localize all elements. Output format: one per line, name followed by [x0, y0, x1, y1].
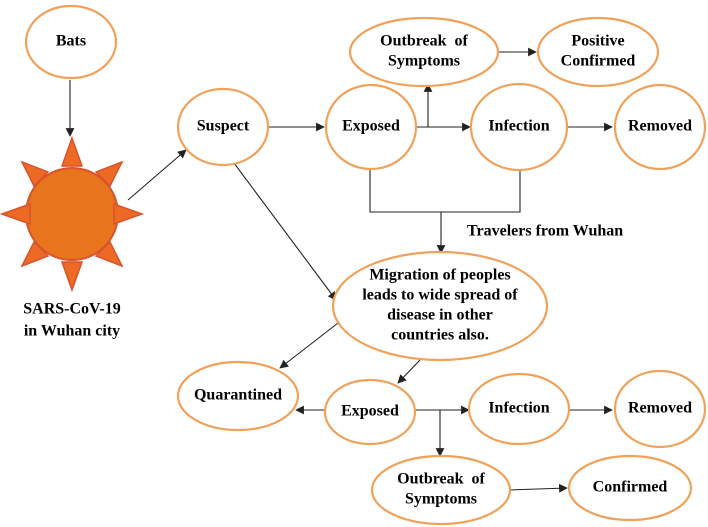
node-outbreak-top-line2: Symptoms [388, 53, 460, 70]
node-positive-line2: Confirmed [561, 53, 636, 70]
edge-outbreak-to-confirmed [507, 483, 568, 493]
sun-ray-ne [94, 160, 124, 188]
sars-label-line1: SARS-CoV-19 [23, 301, 120, 318]
node-positive-confirmed: Positive Confirmed [536, 16, 660, 88]
node-infection-top: Infection [469, 82, 569, 172]
node-outbreak-top-line1: Outbreak of [380, 33, 468, 50]
node-exposed-top-label: Exposed [342, 118, 400, 135]
node-migration: Migration of peoples leads to wide sprea… [331, 250, 549, 362]
edge-suspect-to-migration [227, 154, 337, 301]
edges [65, 47, 613, 493]
sars-label-line2: in Wuhan city [24, 323, 120, 340]
node-infection-bottom: Infection [467, 372, 571, 446]
node-confirmed-label: Confirmed [593, 479, 668, 496]
sun-ray-s [60, 261, 84, 293]
node-exposed-bottom-label: Exposed [341, 403, 399, 420]
node-migration-line2: leads to wide spread of [362, 287, 518, 304]
travelers-label: Travelers from Wuhan [467, 223, 623, 240]
sun-ray-se [94, 240, 124, 268]
node-outbreak-bottom-line2: Symptoms [405, 491, 477, 508]
node-removed-bottom-label: Removed [628, 400, 692, 417]
node-migration-line1: Migration of peoples [369, 267, 510, 284]
node-bats: Bats [24, 4, 118, 80]
edge-bracket-to-travelers [369, 168, 521, 213]
edge-migration-to-quarantined [279, 322, 339, 369]
node-exposed-top: Exposed [324, 83, 418, 171]
sun-ray-sw [20, 240, 50, 268]
node-exposed-bottom: Exposed [323, 378, 417, 446]
node-suspect-label: Suspect [197, 118, 250, 135]
sun-ray-w [0, 202, 31, 226]
sun-ray-nw [20, 160, 50, 188]
node-outbreak-bottom-line1: Outbreak of [397, 471, 485, 488]
node-migration-line3: disease in other [387, 307, 493, 324]
node-quarantined: Quarantined [176, 360, 300, 432]
sun-ray-n [60, 135, 84, 167]
sun-virus-icon [0, 135, 145, 293]
node-infection-top-label: Infection [488, 118, 549, 135]
edge-migration-to-exposed [397, 359, 421, 384]
node-migration-line4: countries also. [391, 327, 489, 344]
node-outbreak-top: Outbreak of Symptoms [348, 16, 500, 88]
node-removed-top-label: Removed [628, 118, 692, 135]
node-bats-label: Bats [56, 33, 86, 50]
node-confirmed: Confirmed [567, 454, 693, 522]
node-removed-bottom: Removed [613, 369, 707, 449]
node-outbreak-bottom: Outbreak of Symptoms [370, 454, 512, 526]
node-suspect: Suspect [176, 87, 270, 167]
node-positive-line1: Positive [571, 33, 624, 50]
node-removed-top: Removed [613, 83, 707, 171]
sun-ray-e [113, 202, 145, 226]
node-infection-bottom-label: Infection [488, 400, 549, 417]
node-quarantined-label: Quarantined [194, 387, 282, 404]
edge-virus-to-suspect [127, 149, 187, 201]
